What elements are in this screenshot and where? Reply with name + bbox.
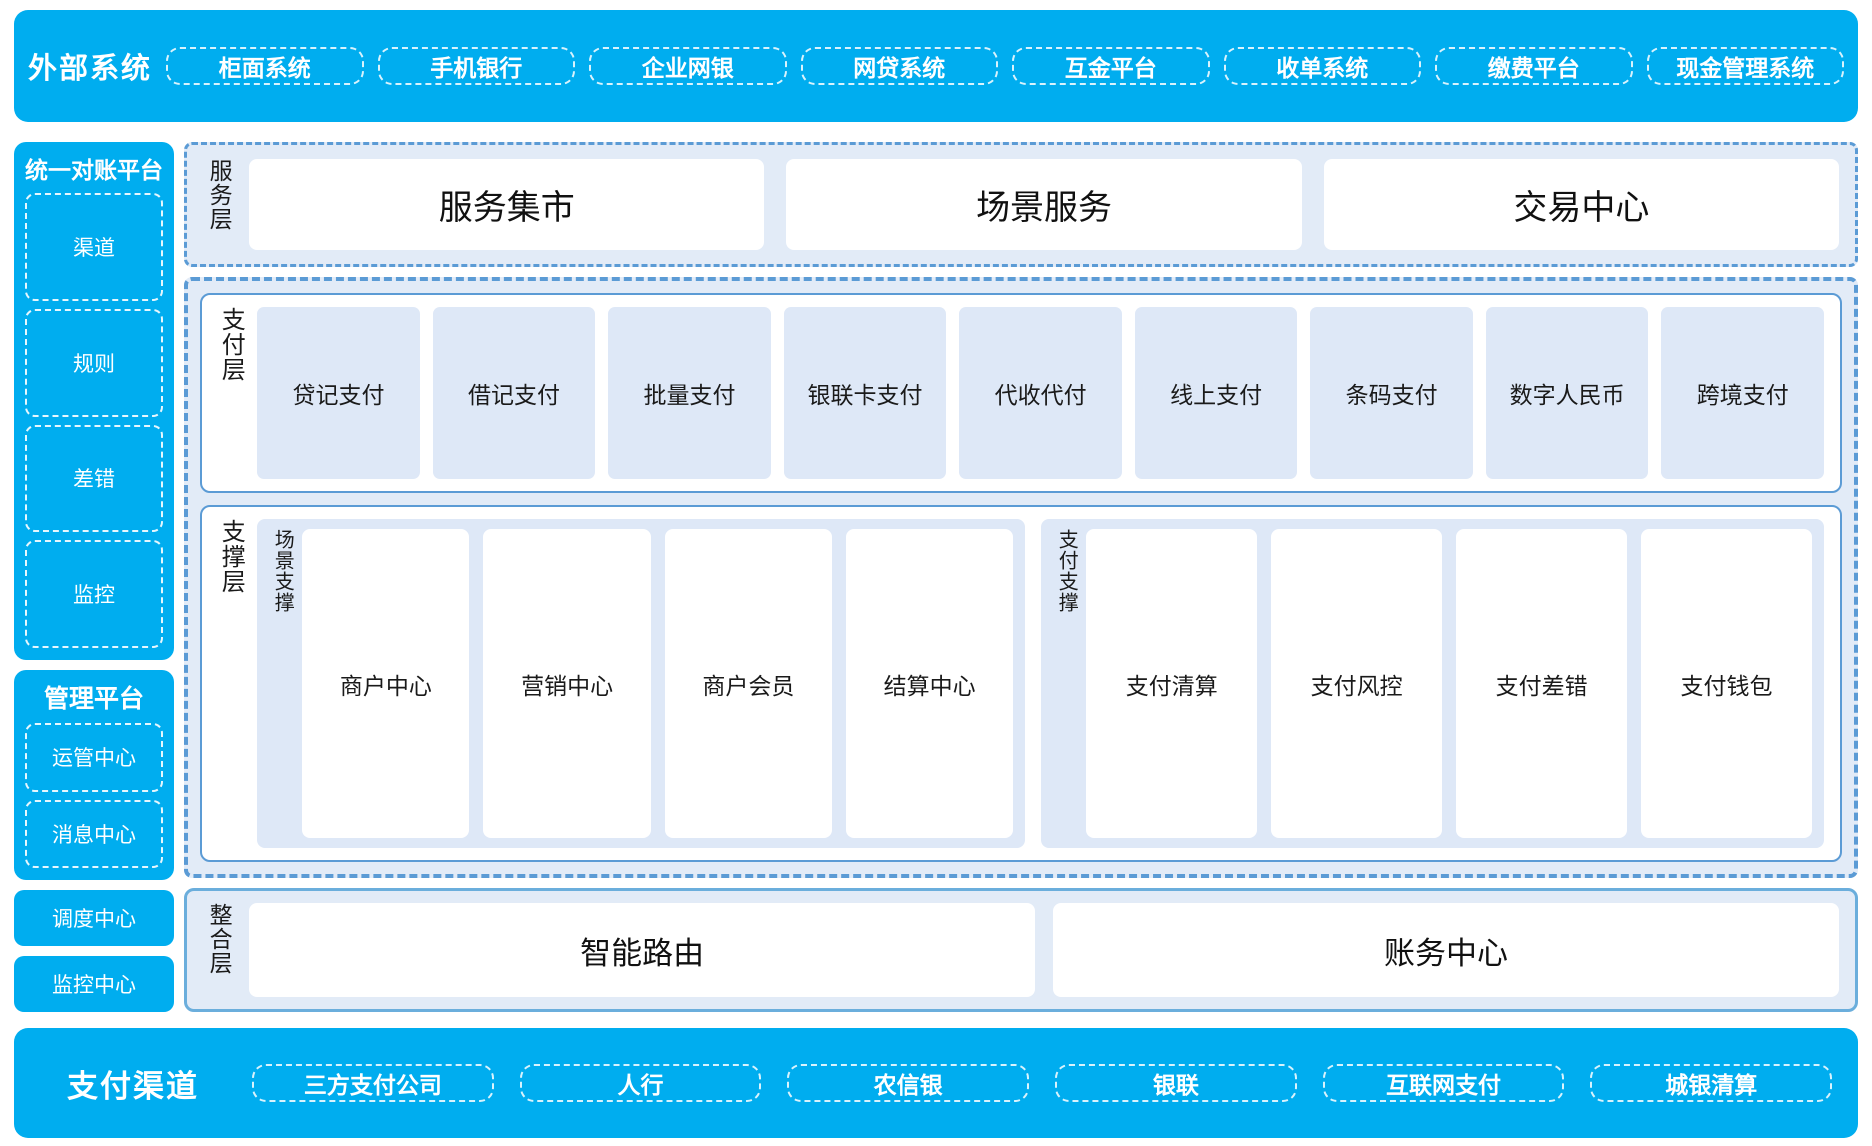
payment-card-collection-disbursement[interactable]: 代收代付 [959,307,1122,479]
integration-layer-cards: 智能路由 账务中心 [249,903,1840,997]
support-group-payment-cards: 支付清算 支付风控 支付差错 支付钱包 [1086,529,1812,838]
payment-card-unionpay-card[interactable]: 银联卡支付 [783,307,947,479]
payment-card-credit-payment[interactable]: 贷记支付 [257,307,420,479]
external-system-bill-payment[interactable]: 缴费平台 [1435,47,1633,85]
rail-group-reconciliation-title: 统一对账平台 [25,157,163,183]
rail-item-operations-center[interactable]: 运管中心 [25,723,163,792]
external-systems-band: 外部系统 柜面系统 手机银行 企业网银 网贷系统 互金平台 收单系统 缴费平台 … [14,10,1858,122]
rail-item-channel[interactable]: 渠道 [25,193,163,301]
external-systems-list: 柜面系统 手机银行 企业网银 网贷系统 互金平台 收单系统 缴费平台 现金管理系… [166,47,1844,85]
rail-item-monitoring-center[interactable]: 监控中心 [14,956,174,1012]
external-systems-title: 外部系统 [27,53,152,85]
external-system-cash-management[interactable]: 现金管理系统 [1646,47,1844,85]
middle-region: 统一对账平台 渠道 规则 差错 监控 管理平台 运管中心 消息中心 调度中心 监… [14,142,1858,1012]
support-card-payment-risk-control[interactable]: 支付风控 [1271,529,1443,838]
rail-item-scheduling-center[interactable]: 调度中心 [14,890,174,946]
core-layers-wrapper: 支付层 贷记支付 借记支付 批量支付 银联卡支付 代收代付 线上支付 条码支付 … [184,277,1858,878]
rail-item-rule[interactable]: 规则 [25,308,163,417]
support-group-scenario-cards: 商户中心 营销中心 商户会员 结算中心 [302,529,1014,838]
integration-layer: 整合层 智能路由 账务中心 [184,888,1858,1012]
payment-card-online-payment[interactable]: 线上支付 [1134,307,1298,479]
external-system-mobile-bank[interactable]: 手机银行 [377,47,575,85]
integration-card-accounting-center[interactable]: 账务中心 [1053,903,1840,997]
support-group-payment: 支付支撑 支付清算 支付风控 支付差错 支付钱包 [1041,519,1824,848]
support-layer-label: 支撑层 [217,519,245,594]
payment-channel-third-party[interactable]: 三方支付公司 [252,1064,494,1102]
payment-layer-label: 支付层 [217,307,245,382]
payment-channel-internet-payment[interactable]: 互联网支付 [1322,1064,1565,1102]
support-card-marketing-center[interactable]: 营销中心 [483,529,651,838]
external-system-counter[interactable]: 柜面系统 [166,47,364,85]
support-layer-groups: 场景支撑 商户中心 营销中心 商户会员 结算中心 支付支撑 支付清算 [257,519,1824,848]
support-card-settlement-center[interactable]: 结算中心 [845,529,1014,838]
integration-card-smart-routing[interactable]: 智能路由 [249,903,1036,997]
support-card-merchant-membership[interactable]: 商户会员 [664,529,832,838]
external-system-acquiring[interactable]: 收单系统 [1223,47,1421,85]
service-layer: 服务层 服务集市 场景服务 交易中心 [184,142,1858,267]
rail-group-reconciliation: 统一对账平台 渠道 规则 差错 监控 [14,142,174,660]
support-card-payment-clearing[interactable]: 支付清算 [1086,529,1258,838]
payment-channel-cityclearing[interactable]: 城银清算 [1590,1064,1833,1102]
external-system-corporate-ebank[interactable]: 企业网银 [589,47,787,85]
service-card-scenario-service[interactable]: 场景服务 [786,159,1302,250]
external-system-internet-finance[interactable]: 互金平台 [1012,47,1210,85]
rail-group-management: 管理平台 运管中心 消息中心 [14,670,174,880]
rail-item-message-center[interactable]: 消息中心 [25,799,163,868]
support-group-scenario-label: 场景支撑 [271,529,294,613]
rail-item-error[interactable]: 差错 [25,424,163,533]
payment-card-debit-payment[interactable]: 借记支付 [432,307,596,479]
payment-channel-rcc[interactable]: 农信银 [787,1064,1030,1102]
service-layer-cards: 服务集市 场景服务 交易中心 [249,159,1839,250]
payment-channel-pboc[interactable]: 人行 [519,1064,762,1102]
content-column: 服务层 服务集市 场景服务 交易中心 支付层 贷记支付 借记支付 批量支付 银联… [184,142,1858,1012]
support-group-scenario: 场景支撑 商户中心 营销中心 商户会员 结算中心 [257,519,1026,848]
rail-item-monitor[interactable]: 监控 [25,540,163,648]
external-system-online-loan[interactable]: 网贷系统 [800,47,998,85]
payment-card-barcode-payment[interactable]: 条码支付 [1310,307,1473,479]
payment-card-cross-border[interactable]: 跨境支付 [1661,307,1824,479]
payment-card-digital-rmb[interactable]: 数字人民币 [1485,307,1649,479]
rail-group-management-title: 管理平台 [43,685,144,713]
left-rail: 统一对账平台 渠道 规则 差错 监控 管理平台 运管中心 消息中心 调度中心 监… [14,142,174,1012]
service-card-transaction-center[interactable]: 交易中心 [1323,159,1839,250]
payment-channels-list: 三方支付公司 人行 农信银 银联 互联网支付 城银清算 [252,1064,1833,1102]
payment-card-batch-payment[interactable]: 批量支付 [608,307,771,479]
support-group-payment-label: 支付支撑 [1055,529,1078,613]
payment-channels-band: 支付渠道 三方支付公司 人行 农信银 银联 互联网支付 城银清算 [14,1028,1858,1138]
payment-channels-title: 支付渠道 [67,1068,199,1104]
service-card-service-marketplace[interactable]: 服务集市 [249,159,765,250]
support-card-payment-error[interactable]: 支付差错 [1456,529,1628,838]
payment-layer: 支付层 贷记支付 借记支付 批量支付 银联卡支付 代收代付 线上支付 条码支付 … [200,293,1842,493]
support-layer: 支撑层 场景支撑 商户中心 营销中心 商户会员 结算中心 [200,505,1842,862]
support-card-payment-wallet[interactable]: 支付钱包 [1641,529,1812,838]
payment-channel-unionpay[interactable]: 银联 [1055,1064,1297,1102]
service-layer-label: 服务层 [206,159,233,231]
payment-layer-cards: 贷记支付 借记支付 批量支付 银联卡支付 代收代付 线上支付 条码支付 数字人民… [257,307,1824,479]
support-card-merchant-center[interactable]: 商户中心 [302,529,470,838]
integration-layer-label: 整合层 [206,903,233,975]
